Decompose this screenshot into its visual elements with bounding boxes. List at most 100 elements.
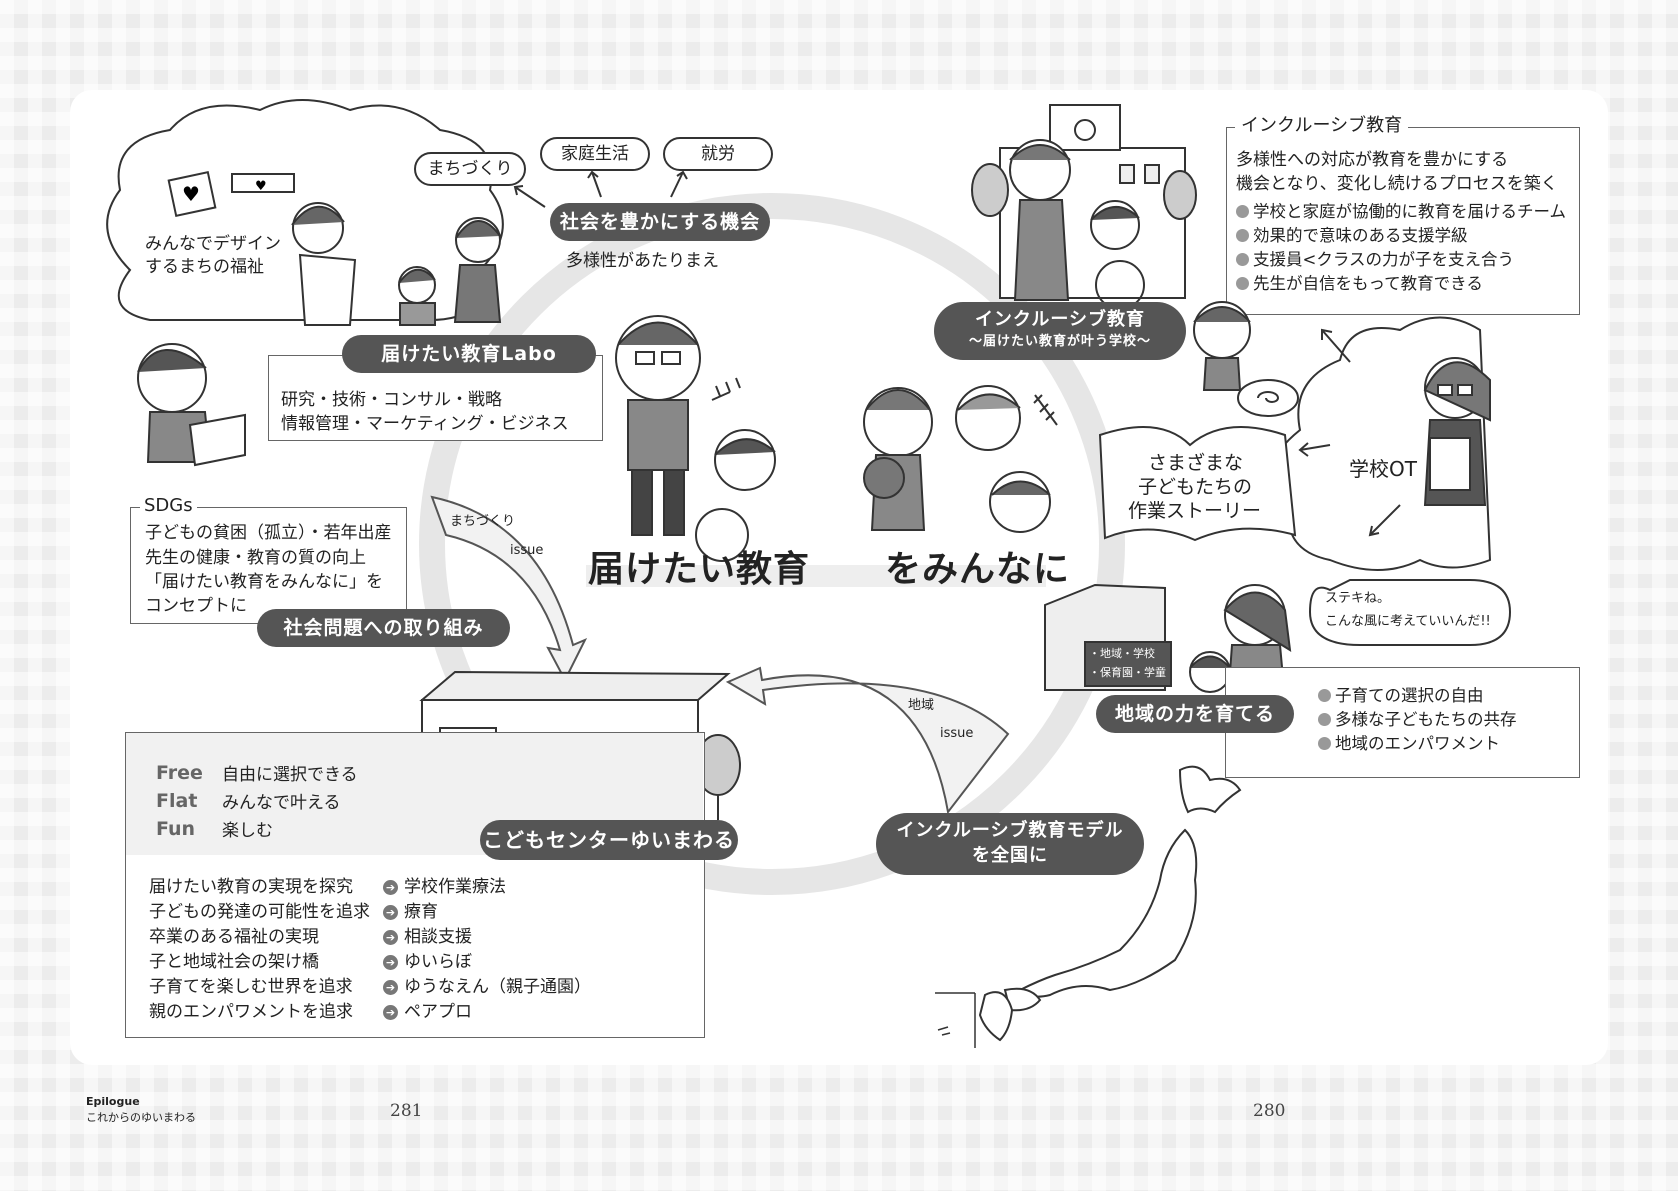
arrow-right-icon: ➔ (383, 980, 398, 995)
arrow-right-icon: ➔ (383, 1005, 398, 1020)
inclusive-box (1226, 127, 1580, 315)
sdgs-line-4: コンセプトに (145, 596, 247, 616)
bullet-icon (1236, 205, 1249, 218)
sdgs-title: SDGs (140, 493, 197, 519)
bullet-icon (1236, 253, 1249, 266)
tag-shuro: 就労 (663, 137, 773, 171)
center-pill: こどもセンターゆいまわる (480, 820, 738, 860)
center-row-5-left: 子育てを楽しむ世界を追求 (149, 977, 353, 997)
model-pill: インクルーシブ教育モデル を全国に (876, 813, 1144, 875)
inclusive-title: インクルーシブ教育 (1235, 113, 1409, 139)
inclusive-school-pill-line2: 〜届けたい教育が叶う学校〜 (968, 334, 1151, 349)
sdgs-pill: 社会問題への取り組み (257, 609, 510, 647)
story-line3: 作業ストーリー (1128, 500, 1262, 522)
center-row-3-right: ➔相談支援 (383, 924, 472, 950)
inclusive-intro1: 多様性への対応が教育を豊かにする (1236, 150, 1509, 170)
arrow-right-icon: ➔ (383, 880, 398, 895)
bullet-icon (1318, 737, 1331, 750)
bullet-icon (1236, 229, 1249, 242)
fff-free-desc: 自由に選択できる (222, 765, 358, 785)
page-number-left: 281 (390, 1101, 423, 1121)
region-sign-line2: ・保育園・学童 (1089, 666, 1166, 679)
sdgs-box (130, 507, 407, 624)
arrow-bottom-label1: 地域 (908, 698, 935, 713)
inclusive-items: 学校と家庭が協働的に教育を届けるチーム 効果的で意味のある支援学級 支援員<クラ… (1236, 200, 1566, 296)
arrow-left-label1: まちづくり (450, 514, 516, 529)
center-row-2-left: 子どもの発達の可能性を追求 (149, 902, 370, 922)
list-item: 効果的で意味のある支援学級 (1236, 224, 1566, 248)
sdgs-line-3: 「届けたい教育をみんなに」を (145, 572, 383, 592)
headline-band (586, 565, 1046, 587)
arrow-left-label2: issue (510, 543, 544, 558)
center-row-2-right: ➔療育 (383, 899, 438, 925)
center-row-6-right: ➔ペアプロ (383, 999, 472, 1025)
region-items: 子育ての選択の自由 多様な子どもたちの共存 地域のエンパワメント (1318, 684, 1517, 756)
list-item: 地域のエンパワメント (1318, 732, 1517, 756)
arrow-right-icon: ➔ (383, 930, 398, 945)
headline-left: 届けたい教育 (588, 549, 811, 590)
fff-flat-desc: みんなで叶える (222, 793, 341, 813)
bullet-icon (1236, 277, 1249, 290)
footer-chapter: これからのゆいまわる (86, 1111, 196, 1124)
top-cloud-line2: するまちの福祉 (145, 257, 264, 277)
model-pill-line1: インクルーシブ教育モデル (896, 820, 1124, 841)
inclusive-school-pill: インクルーシブ教育 〜届けたい教育が叶う学校〜 (934, 302, 1186, 360)
list-item: 学校と家庭が協働的に教育を届けるチーム (1236, 200, 1566, 224)
fff-fun-key: Fun (156, 818, 196, 840)
page-number-right: 280 (1253, 1101, 1286, 1121)
list-item: 子育ての選択の自由 (1318, 684, 1517, 708)
center-row-3-left: 卒業のある福祉の実現 (149, 927, 319, 947)
arrow-right-icon: ➔ (383, 955, 398, 970)
center-row-6-left: 親のエンパワメントを追求 (149, 1002, 353, 1022)
speech-line1: ステキね。 (1325, 591, 1391, 606)
bullet-icon (1318, 713, 1331, 726)
story-line2: 子どもたちの (1138, 476, 1253, 498)
arrow-bottom-label2: issue (940, 726, 974, 741)
bullet-icon (1318, 689, 1331, 702)
region-sign-line1: ・地域・学校 (1089, 647, 1155, 660)
inclusive-school-pill-line1: インクルーシブ教育 (974, 309, 1146, 330)
svg-text:♥: ♥ (182, 182, 200, 206)
center-row-1-right: ➔学校作業療法 (383, 874, 506, 900)
fff-fun-desc: 楽しむ (222, 821, 273, 841)
school-ot-label: 学校OT (1349, 457, 1417, 481)
center-row-1-left: 届けたい教育の実現を探究 (149, 877, 353, 897)
tag-katei: 家庭生活 (540, 137, 650, 171)
model-pill-line2: を全国に (972, 845, 1048, 866)
center-row-5-right: ➔ゆうなえん（親子通園） (383, 974, 591, 1000)
headline-right: をみんなに (885, 549, 1071, 590)
fff-flat-key: Flat (156, 790, 198, 812)
society-note: 多様性があたりまえ (566, 251, 719, 271)
society-pill: 社会を豊かにする機会 (550, 203, 770, 241)
svg-text:♥: ♥ (255, 179, 267, 194)
footer-epilogue: Epilogue (86, 1095, 140, 1108)
inclusive-intro2: 機会となり、変化し続けるプロセスを築く (1236, 174, 1558, 194)
story-line1: さまざまな (1148, 452, 1244, 474)
tag-machizukuri: まちづくり (414, 152, 526, 186)
labo-line2: 情報管理・マーケティング・ビジネス (281, 414, 569, 434)
list-item: 多様な子どもたちの共存 (1318, 708, 1517, 732)
list-item: 先生が自信をもって教育できる (1236, 272, 1566, 296)
speech-line2: こんな風に考えていいんだ!! (1325, 614, 1491, 629)
region-pill: 地域の力を育てる (1096, 695, 1294, 733)
fff-free-key: Free (156, 762, 203, 784)
center-row-4-right: ➔ゆいらぼ (383, 949, 472, 975)
top-cloud-line1: みんなでデザイン (145, 234, 281, 254)
arrow-right-icon: ➔ (383, 905, 398, 920)
center-row-4-left: 子と地域社会の架け橋 (149, 952, 319, 972)
labo-pill: 届けたい教育Labo (342, 335, 596, 373)
